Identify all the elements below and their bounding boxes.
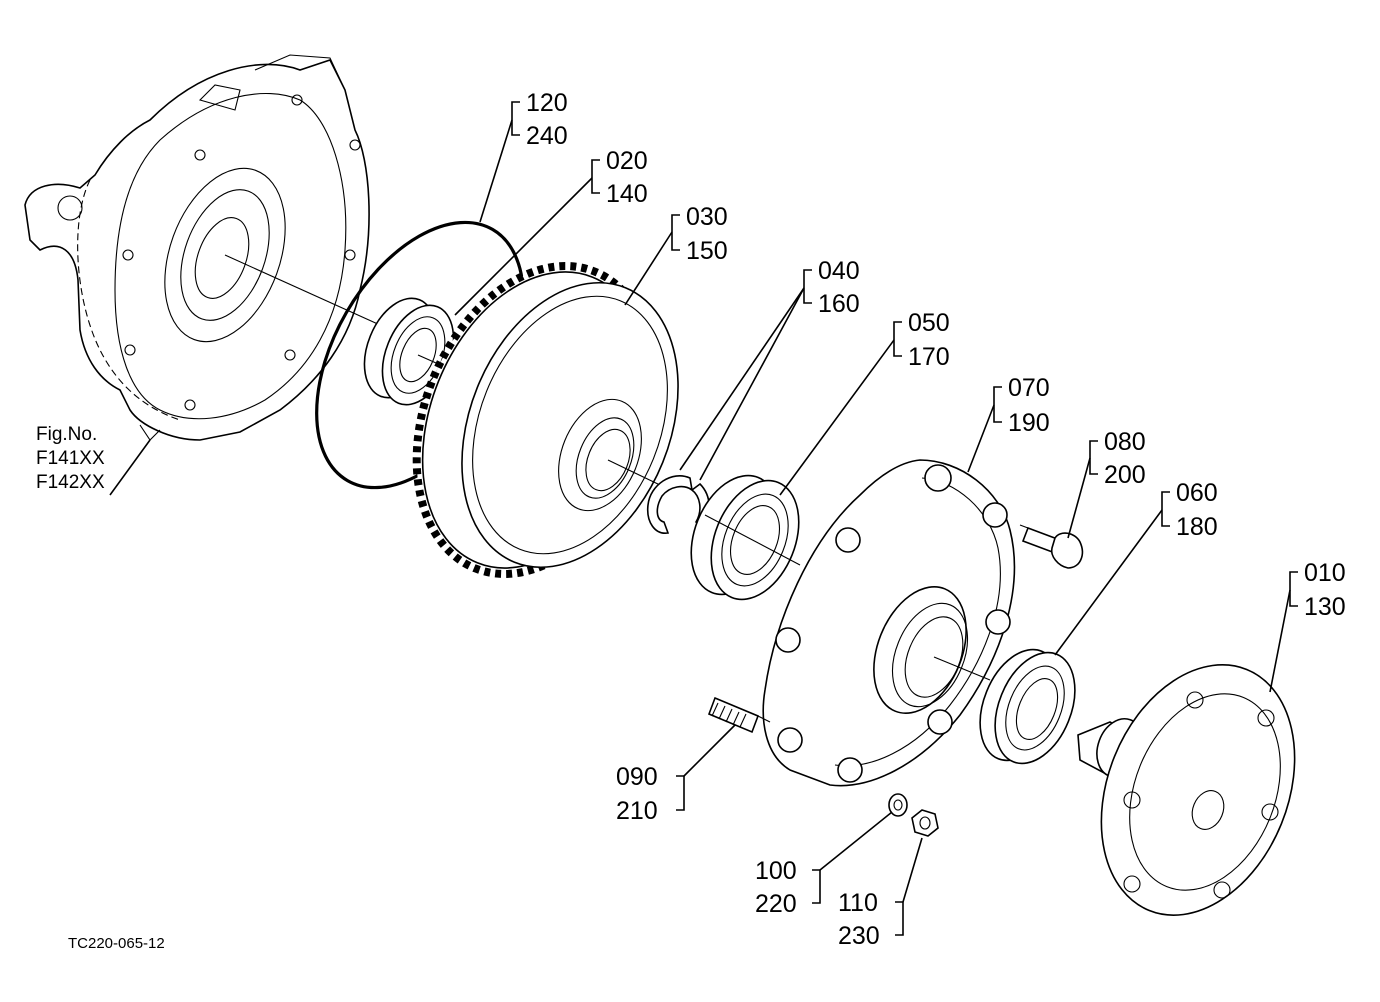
callout-070: 070 [1008,374,1050,402]
callout-150: 150 [686,237,728,265]
gear-housing [24,54,381,441]
callout-140: 140 [606,180,648,208]
callout-100: 100 [755,857,797,885]
ring-gear [412,262,679,578]
callout-190: 190 [1008,409,1050,437]
fig-no-label: Fig.No. [36,424,97,445]
callout-080: 080 [1104,428,1146,456]
fig-number-2: F142XX [36,472,105,493]
callout-160: 160 [818,290,860,318]
bolt [1019,524,1084,569]
callout-240: 240 [526,122,568,150]
callout-180: 180 [1176,513,1218,541]
callout-170: 170 [908,343,950,371]
callout-130: 130 [1304,593,1346,621]
callout-090: 090 [616,763,658,791]
callout-220: 220 [755,890,797,918]
ball-bearing-large [690,474,801,601]
callout-030: 030 [686,203,728,231]
callout-230: 230 [838,922,880,950]
leader-lines [109,101,1298,936]
drawing-code: TC220-065-12 [68,935,165,952]
callout-110: 110 [838,889,878,917]
stud-bolt [707,696,771,734]
callout-040: 040 [818,257,860,285]
oil-seal [979,648,1076,765]
callout-210: 210 [616,797,658,825]
callout-050: 050 [908,309,950,337]
flange-shaft [1077,664,1296,916]
callout-200: 200 [1104,461,1146,489]
callout-120: 120 [526,89,568,117]
fig-number-1: F141XX [36,448,105,469]
washer [888,793,908,817]
callout-010: 010 [1304,559,1346,587]
bearing-cover [762,459,1016,787]
callout-060: 060 [1176,479,1218,507]
callout-020: 020 [606,147,648,175]
nut [911,809,939,837]
